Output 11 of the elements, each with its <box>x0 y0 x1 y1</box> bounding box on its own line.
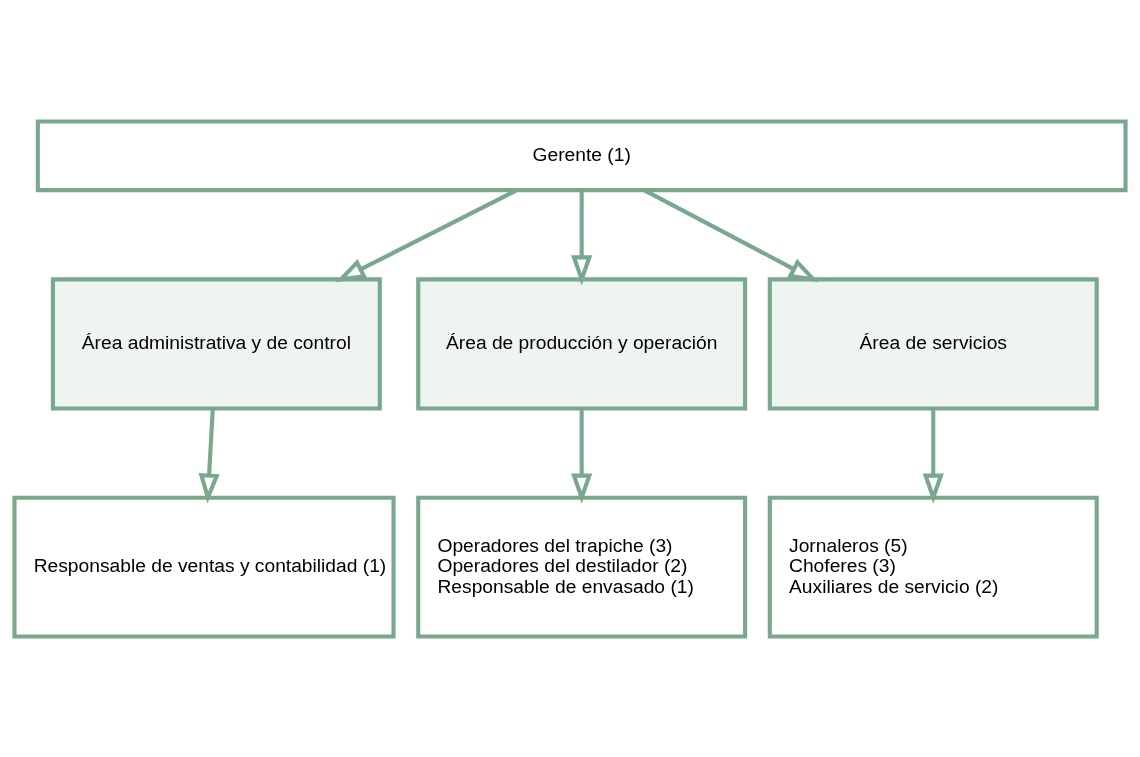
node-box: Responsable de ventas y contabilidad (1) <box>12 495 396 639</box>
arrow <box>571 408 593 504</box>
node-box: Área administrativa y de control <box>50 276 382 411</box>
arrow <box>922 408 944 504</box>
node-box: Gerente (1) <box>35 118 1128 192</box>
node-box: Operadores del trapiche (3) Operadores del destilador (2) Responsable de envasado (1) <box>416 495 748 639</box>
arrow <box>198 408 220 504</box>
node-box: Jornaleros (5) Choferes (3) Auxiliares de servicio (2) <box>767 495 1099 639</box>
node-box: Área de producción y operación <box>416 276 748 411</box>
node-box: Área de servicios <box>767 276 1099 411</box>
arrow <box>571 189 593 286</box>
